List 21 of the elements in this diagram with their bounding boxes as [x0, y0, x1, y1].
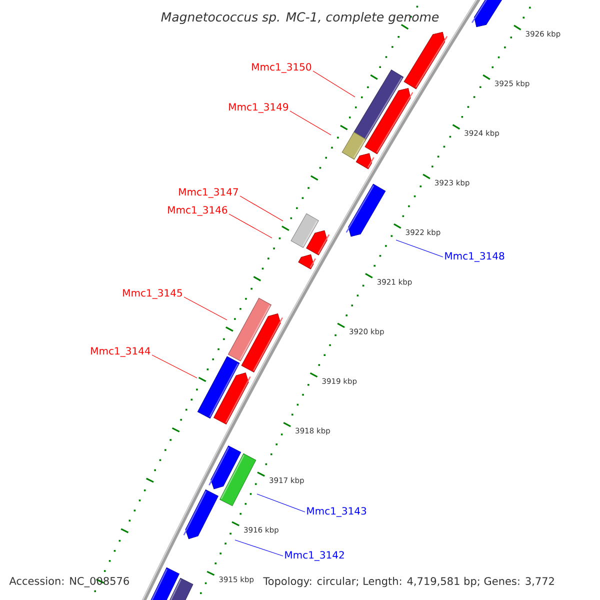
gene-label: Mmc1_3142: [285, 551, 344, 561]
gene-label: Mmc1_3149: [229, 103, 288, 113]
genome-info-text: Topology: circular; Length: 4,719,581 bp; Genes: 3,772: [263, 576, 554, 588]
leader-line: [228, 214, 272, 238]
gene-label: Mmc1_3144: [91, 347, 150, 357]
leader-line: [290, 110, 332, 136]
leader-line: [152, 354, 198, 378]
leader-line: [396, 240, 444, 258]
gene-label: Mmc1_3145: [123, 289, 182, 299]
leader-line: [240, 196, 284, 222]
accession-text: Accession: NC_008576: [9, 576, 129, 588]
leader-line: [184, 296, 228, 320]
gene-label: Mmc1_3150: [252, 63, 312, 73]
gene-label: Mmc1_3143: [307, 507, 366, 517]
leader-line: [312, 70, 356, 98]
gene-label: Mmc1_3148: [445, 252, 504, 262]
leader-line: [234, 540, 284, 556]
title: Magnetococcus sp. MC-1, complete genome: [161, 12, 439, 24]
leader-line: [256, 494, 306, 512]
gene-label: Mmc1_3146: [168, 206, 228, 216]
gene-label: Mmc1_3147: [179, 188, 238, 198]
